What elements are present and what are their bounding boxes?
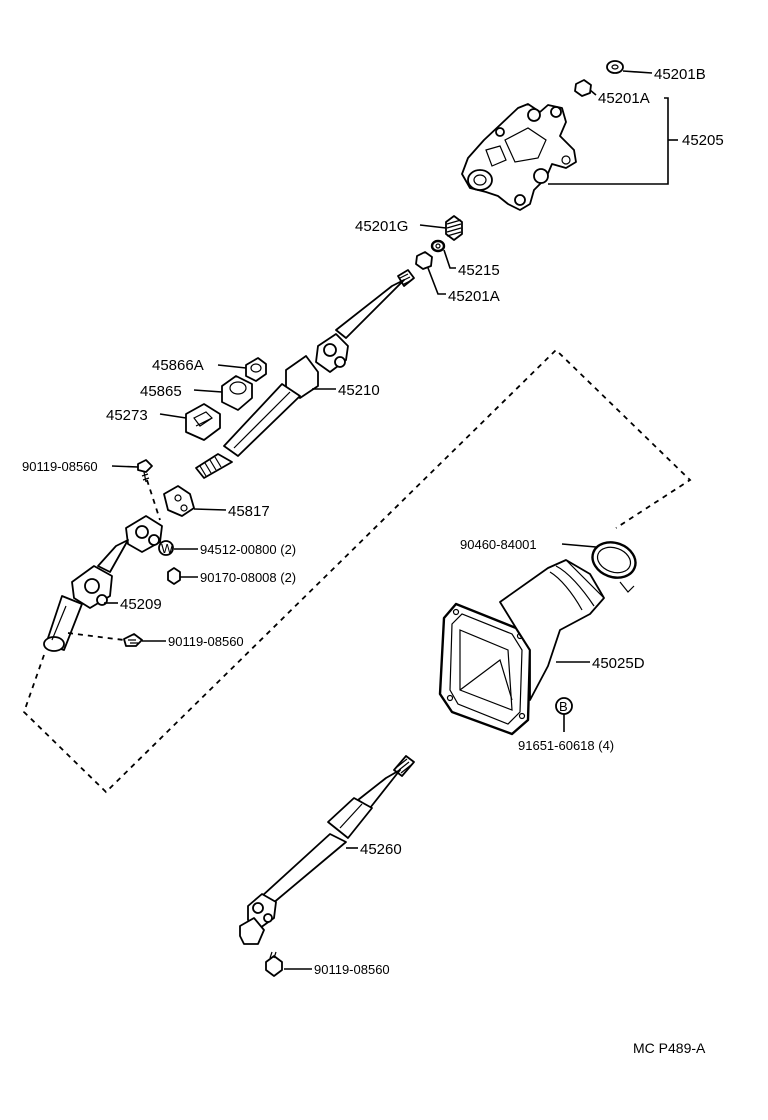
label-45205: 45205 [682, 132, 724, 149]
label-45817: 45817 [228, 503, 270, 520]
part-90119-bolt-bottom [265, 951, 283, 977]
label-94512: 94512-00800 (2) [200, 542, 296, 557]
label-90460: 90460-84001 [460, 537, 537, 552]
part-45201A-bushing-top [574, 79, 597, 97]
part-45201A-bushing-mid [415, 251, 433, 270]
label-45866A: 45866A [152, 357, 204, 374]
part-45209-intermediate-shaft [43, 515, 163, 652]
part-90170-nut [167, 567, 181, 585]
label-90119-bottom: 90119-08560 [314, 962, 390, 977]
boot-group-outline [22, 348, 692, 794]
label-45215: 45215 [458, 262, 500, 279]
label-90170: 90170-08008 (2) [200, 570, 296, 585]
nut-mark: B [559, 699, 568, 714]
part-90119-bolt-top [137, 459, 153, 483]
label-91651: 91651-60618 (4) [518, 738, 614, 753]
label-45201B: 45201B [654, 66, 706, 83]
label-45025D: 45025D [592, 655, 645, 672]
leader-dashed-mid [67, 632, 125, 641]
label-45201G: 45201G [355, 218, 408, 235]
part-94512-washer: W [158, 540, 174, 556]
label-45210: 45210 [338, 382, 380, 399]
part-45865-bushing [221, 375, 253, 411]
washer-mark: W [161, 541, 174, 556]
part-45866A-bushing [245, 357, 267, 382]
part-45273-cover [185, 403, 221, 441]
label-45201A-mid: 45201A [448, 288, 500, 305]
leader-dashed-bolt [146, 479, 161, 521]
part-90119-bolt-mid [123, 633, 143, 647]
label-45865: 45865 [140, 383, 182, 400]
label-45273: 45273 [106, 407, 148, 424]
label-90119-top: 90119-08560 [22, 459, 98, 474]
label-45209: 45209 [120, 596, 162, 613]
part-45205-column-housing [461, 103, 577, 211]
part-45201G-spring [445, 215, 463, 241]
part-45817-bracket [163, 485, 195, 517]
part-90460-clamp [591, 541, 637, 593]
figure-reference: MC P489-A [633, 1040, 706, 1056]
label-45201A-top: 45201A [598, 90, 650, 107]
part-45215-ring [430, 239, 446, 253]
part-45260-lower-shaft [239, 755, 415, 945]
part-91651-nut: B [555, 697, 573, 715]
label-90119-mid: 90119-08560 [168, 634, 244, 649]
label-45260: 45260 [360, 841, 402, 858]
part-45025D-boot [438, 559, 605, 736]
part-45201B-bushing [606, 60, 653, 74]
part-45210-main-shaft [195, 269, 415, 479]
